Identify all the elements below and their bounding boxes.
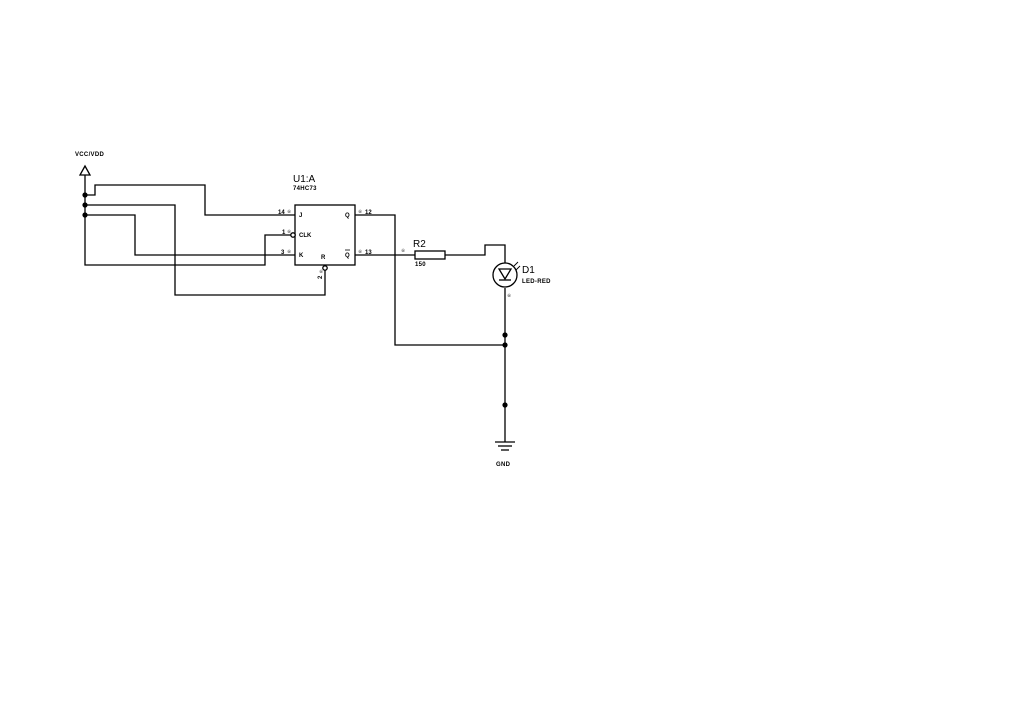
u1-ref: U1:A — [293, 174, 316, 185]
d1-pin-marker: ※ — [507, 293, 511, 299]
vcc-symbol — [78, 164, 92, 176]
pin-qbar-marker: ※ — [358, 249, 362, 255]
pin-qbar-number: 13 — [365, 250, 372, 256]
d1-ref: D1 — [522, 265, 535, 276]
r2-body — [414, 250, 446, 260]
pin-q-number: 12 — [365, 210, 372, 216]
wire-vcc-to-j[interactable] — [85, 184, 295, 216]
junction-dot — [502, 332, 508, 338]
u1-body — [294, 204, 356, 266]
pin-k-number: 3 — [281, 250, 285, 256]
wire-vcc-to-k[interactable] — [85, 214, 295, 256]
wire-vcc-to-r[interactable] — [85, 204, 326, 296]
junctions — [82, 192, 508, 408]
pin-r-marker: ※ — [319, 269, 323, 275]
junction-dot — [502, 402, 508, 408]
wire-q-to-ground[interactable] — [355, 214, 505, 346]
junction-dot — [82, 192, 88, 198]
pin-clk-label: CLK — [299, 233, 312, 239]
wires — [84, 184, 506, 442]
pin-j-marker: ※ — [287, 209, 291, 215]
clk-bubble — [290, 232, 296, 238]
wire-vcc-to-clk[interactable] — [84, 215, 291, 266]
wire-r2-to-d1[interactable] — [445, 244, 506, 263]
pin-clk-marker: ※ — [287, 229, 291, 235]
pin-k-marker: ※ — [287, 249, 291, 255]
r2-ref: R2 — [413, 239, 426, 250]
pin-r-label: R — [321, 255, 326, 261]
u1-flip-flop[interactable]: U1:A 74HC73 J CLK K Q Q R 14 ※ 1 ※ 3 ※ ※… — [278, 174, 372, 279]
r2-pin-marker: ※ — [401, 248, 405, 254]
pin-q-label: Q — [345, 213, 350, 219]
pin-qbar-label: Q — [345, 253, 350, 259]
r2-resistor[interactable]: R2 150 ※ — [401, 239, 446, 268]
pin-q-marker: ※ — [358, 209, 362, 215]
pin-k-label: K — [299, 253, 304, 259]
d1-value: LED-RED — [522, 279, 551, 285]
led-emission-arrow — [515, 265, 521, 271]
u1-value: 74HC73 — [293, 186, 317, 192]
led-body — [492, 262, 518, 288]
junction-dot — [82, 212, 88, 218]
pin-r-number: 2 — [318, 275, 324, 279]
led-emission-arrow — [513, 261, 519, 267]
ground-terminal[interactable]: GND — [495, 441, 515, 468]
r2-value: 150 — [415, 262, 426, 268]
junction-dot — [502, 342, 508, 348]
vcc-label: VCC/VDD — [75, 152, 104, 158]
r-bubble — [322, 265, 328, 271]
pin-j-number: 14 — [278, 210, 285, 216]
junction-dot — [82, 202, 88, 208]
pin-clk-number: 1 — [282, 230, 286, 236]
d1-led[interactable]: D1 LED-RED ※ — [492, 261, 551, 299]
ground-label: GND — [496, 462, 511, 468]
pin-j-label: J — [299, 213, 302, 219]
led-diode-triangle — [497, 268, 513, 281]
